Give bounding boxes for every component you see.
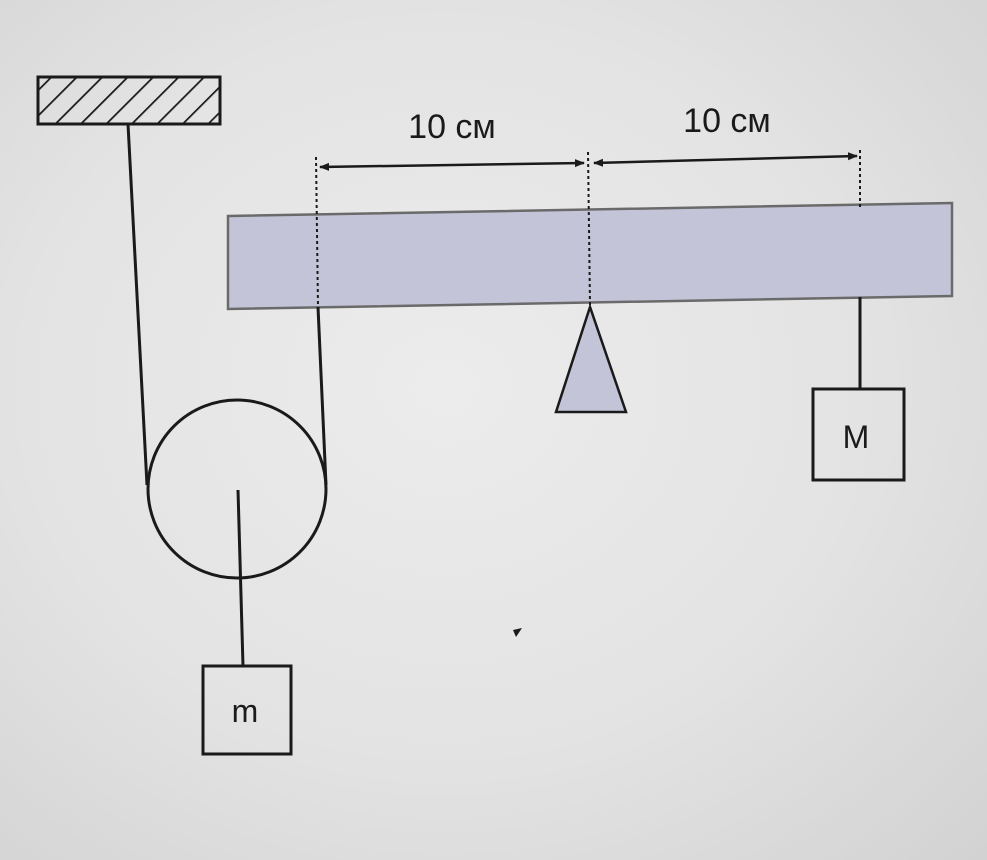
fulcrum — [554, 303, 628, 414]
mass-m-label: m — [232, 693, 259, 729]
stray-mark — [513, 628, 522, 637]
rope-pulley-to-lever — [316, 306, 328, 486]
guide-line-rope-point — [315, 156, 319, 308]
dimension-label-left: 10 см — [408, 108, 496, 146]
guide-line-fulcrum — [587, 151, 591, 306]
mass-M-box — [811, 387, 906, 482]
dimension-label-right: 10 см — [683, 102, 771, 140]
rope-ceiling-to-pulley — [126, 123, 149, 486]
pulley-axle-rod — [236, 489, 245, 667]
pulley-wheel — [146, 398, 328, 580]
dimension-arrow-left — [319, 159, 585, 171]
ceiling-support — [36, 75, 222, 126]
dimension-arrow-right — [593, 152, 858, 167]
mass-M-label: M — [843, 419, 870, 455]
mass-m-box — [201, 664, 293, 756]
